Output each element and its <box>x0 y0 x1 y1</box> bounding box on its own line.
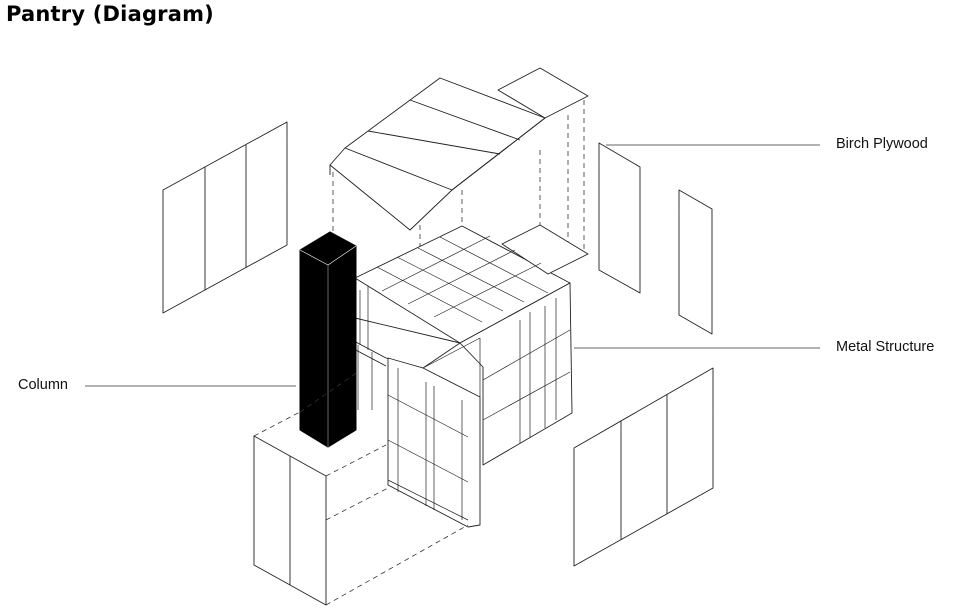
bottom-right-plywood-panels <box>573 367 714 567</box>
roof-projection-lines <box>332 100 585 312</box>
right-upper-plywood-panels <box>598 142 713 335</box>
roof-plywood-panels <box>329 67 589 231</box>
diagram-title: Pantry (Diagram) <box>6 2 214 26</box>
metal-structure-label: Metal Structure <box>836 339 935 355</box>
birch-plywood-label: Birch Plywood <box>836 136 928 152</box>
bottom-projection-lines <box>253 371 469 606</box>
metal-structure <box>320 224 589 528</box>
left-back-wall-panel <box>162 121 288 314</box>
column-element <box>299 231 357 448</box>
column-label: Column <box>18 377 68 393</box>
bottom-left-plywood-panels <box>253 435 327 606</box>
roof-small-panel <box>497 67 589 119</box>
